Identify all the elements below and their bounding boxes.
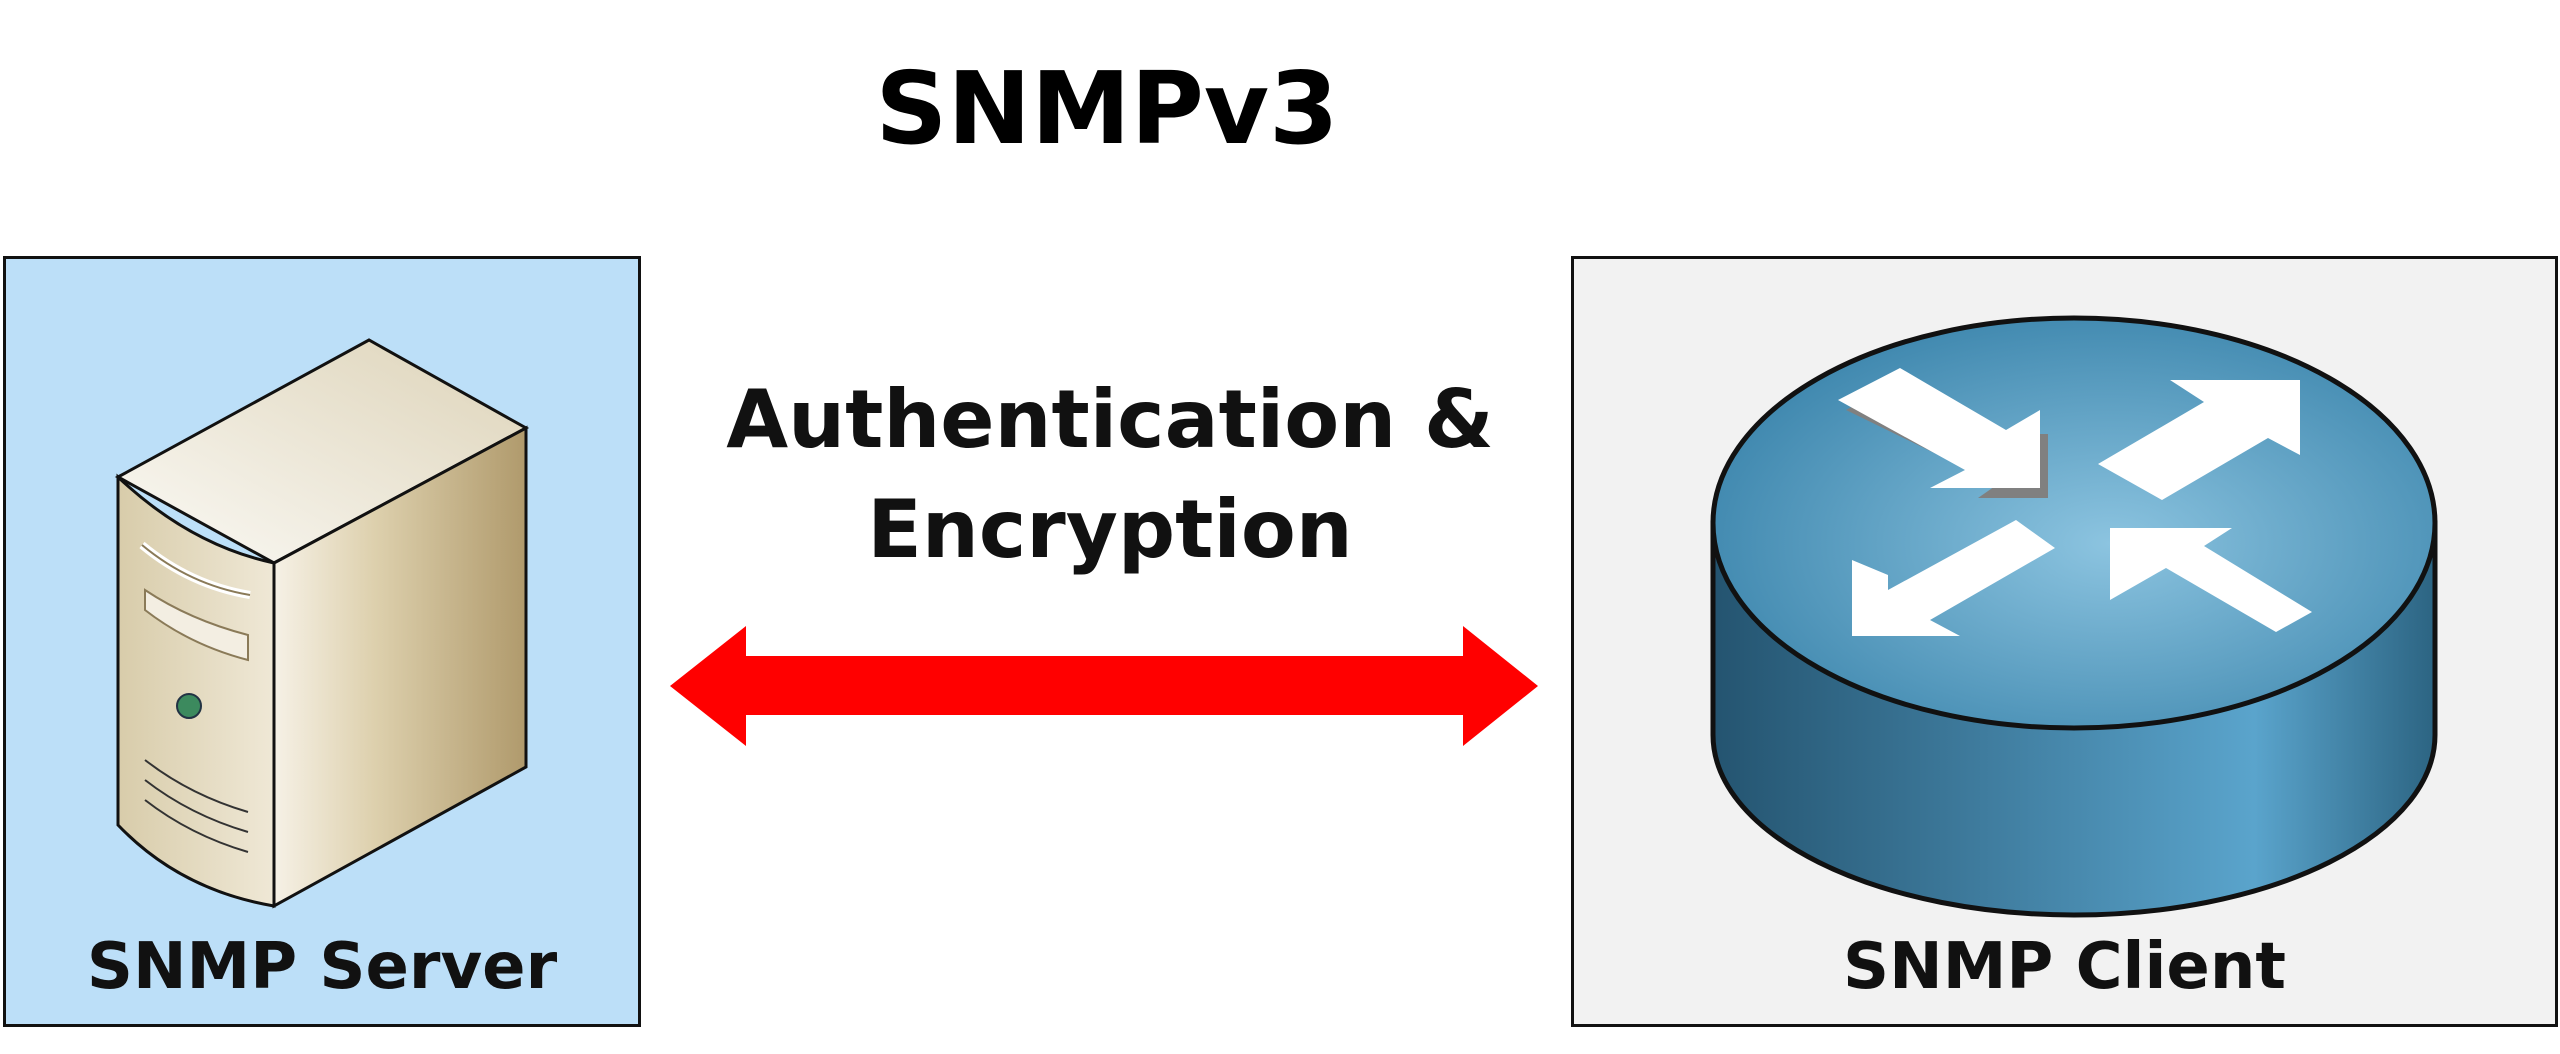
link-label: Authentication & Encryption [680, 365, 1540, 585]
diagram-title: SNMPv3 [875, 50, 1339, 167]
client-label: SNMP Client [1843, 930, 2286, 1004]
server-label: SNMP Server [86, 930, 558, 1004]
server-tower-icon [114, 338, 530, 909]
bidirectional-arrow [670, 626, 1538, 746]
link-label-line2: Encryption [867, 483, 1353, 576]
link-label-line1: Authentication & [726, 373, 1494, 466]
router-icon [1710, 315, 2438, 918]
